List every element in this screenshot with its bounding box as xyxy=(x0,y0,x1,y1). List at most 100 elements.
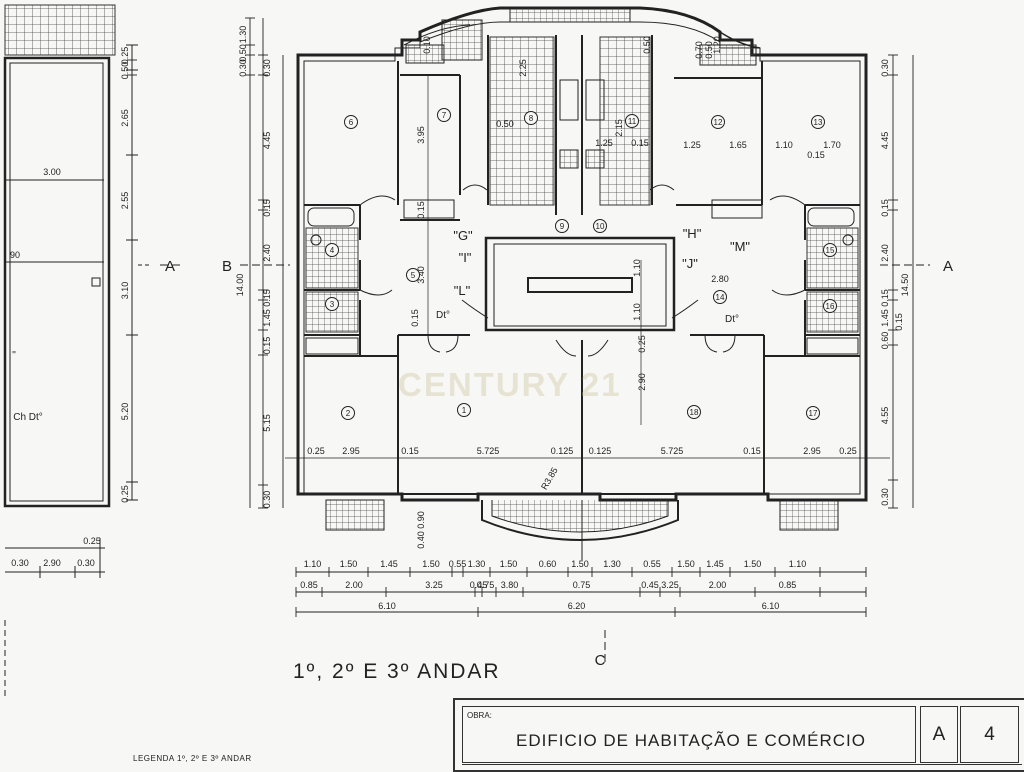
room-number-11: 11 xyxy=(628,117,637,126)
dimension-label: 0.30 xyxy=(238,59,248,77)
room-tag-circle xyxy=(341,406,355,420)
dimension-label: 0.55 xyxy=(449,559,467,569)
dimension-label: 1.45 xyxy=(262,309,272,327)
room-number-4: 4 xyxy=(330,246,335,255)
dimension-label: 1.50 xyxy=(422,559,440,569)
obra-label: OBRA: xyxy=(467,711,492,720)
room-number-2: 2 xyxy=(346,409,351,418)
dimension-label: 0.30 xyxy=(880,488,890,506)
dimension-label: 1.45 xyxy=(380,559,398,569)
obra-value: EDIFICIO DE HABITAÇÃO E COMÉRCIO xyxy=(516,731,866,750)
room-tag-circle xyxy=(344,115,358,129)
dimension-label: 1.10 xyxy=(632,259,642,277)
title-block-divider xyxy=(462,764,1022,769)
sheet-number: 4 xyxy=(960,706,1019,763)
dimension-label: 0.15 xyxy=(401,446,419,456)
dimension-label: 0.125 xyxy=(589,446,612,456)
dimension-label: 2.40 xyxy=(262,244,272,262)
dimension-label: 1.10 xyxy=(632,303,642,321)
apartment-label: '' xyxy=(12,350,16,361)
dimension-label: 0.25 xyxy=(120,47,130,65)
dimension-label: 6.20 xyxy=(568,601,586,611)
dimension-label: 0.90 xyxy=(416,511,426,529)
dimension-label: 0.15 xyxy=(410,309,420,327)
dimension-label: 2.55 xyxy=(120,192,130,210)
dimension-label: 2.65 xyxy=(120,109,130,127)
dimension-label: 0.25 xyxy=(637,335,647,353)
sheet-letter: A xyxy=(920,706,958,763)
dimension-label: 3.25 xyxy=(425,580,443,590)
doors xyxy=(359,184,806,357)
dimension-label: 1.50 xyxy=(677,559,695,569)
apartment-label: Dt° xyxy=(725,314,739,325)
dimension-label: 1.50 xyxy=(500,559,518,569)
dimension-label: 0.30 xyxy=(11,558,29,568)
tiled-areas xyxy=(305,36,859,333)
dimension-label: 4.45 xyxy=(880,132,890,150)
dimension-label: 2.00 xyxy=(709,580,727,590)
room-number-16: 16 xyxy=(826,302,835,311)
dimension-label: 0.15 xyxy=(880,199,890,217)
dimension-label: 1.10 xyxy=(304,559,322,569)
section-mark-b: B xyxy=(222,258,232,275)
dimension-lines xyxy=(249,18,914,613)
dimension-label: 0.15 xyxy=(880,289,890,307)
dimension-label: 2.80 xyxy=(711,274,729,284)
dimension-label: 90 xyxy=(10,250,20,260)
dimension-label: 14.00 xyxy=(235,274,245,297)
dimension-label: 0.30 xyxy=(77,558,95,568)
room-number-3: 3 xyxy=(330,300,335,309)
dimension-label: 0.50 xyxy=(238,44,248,62)
legend-label: LEGENDA 1º, 2º E 3º ANDAR xyxy=(133,754,252,763)
room-number-15: 15 xyxy=(826,246,835,255)
floor-title: 1º, 2º E 3º ANDAR xyxy=(293,660,501,683)
dimension-label: 2.95 xyxy=(342,446,360,456)
room-tag-circle xyxy=(593,219,607,233)
room-tag-circle xyxy=(524,111,538,125)
section-lines xyxy=(160,75,930,665)
dimension-label: 3.40 xyxy=(416,266,426,284)
dimension-label: 1.50 xyxy=(571,559,589,569)
room-number-10: 10 xyxy=(596,222,605,231)
dimension-label: 0.30 xyxy=(880,59,890,77)
room-tag-circle xyxy=(806,406,820,420)
bottom-balconies xyxy=(325,499,839,560)
watermark-text: CENTURY 21 xyxy=(398,366,622,403)
room-tag-circle xyxy=(325,297,339,311)
dimension-label: 0.55 xyxy=(643,559,661,569)
top-balcony xyxy=(403,7,761,66)
room-tag-circle xyxy=(823,299,837,313)
dimension-label: 4.45 xyxy=(262,132,272,150)
dimension-label: 1.30 xyxy=(238,26,248,44)
dimension-label: 0.15 xyxy=(262,337,272,355)
dimension-label: 0.25 xyxy=(839,446,857,456)
dimension-label: 0.60 xyxy=(880,332,890,350)
room-tag-circle xyxy=(823,243,837,257)
dimension-label: 0.45 xyxy=(470,580,488,590)
dimension-label: 2.25 xyxy=(518,59,528,77)
dimension-label: 3.10 xyxy=(120,282,130,300)
dimension-label: 4.55 xyxy=(880,407,890,425)
dimension-label: 2.15 xyxy=(614,119,624,137)
dimension-label: 0.85 xyxy=(300,580,318,590)
dimension-label: 1.45 xyxy=(880,309,890,327)
room-tag-circle xyxy=(811,115,825,129)
dimension-label: R3.85 xyxy=(539,466,560,492)
dimension-label: 0.70 xyxy=(694,41,704,59)
apartment-label: "H" xyxy=(683,226,702,241)
dimension-label: 1.25 xyxy=(595,138,613,148)
dimension-label: 3.00 xyxy=(43,167,61,177)
room-tag-circle xyxy=(711,115,725,129)
dimension-label: 1.70 xyxy=(823,140,841,150)
room-number-7: 7 xyxy=(442,111,447,120)
dimension-label: 0.10 xyxy=(422,36,432,54)
dimension-label: 1.10 xyxy=(789,559,807,569)
room-number-1: 1 xyxy=(462,406,467,415)
room-tag-circle xyxy=(437,108,451,122)
dimension-label: 1.25 xyxy=(683,140,701,150)
room-tag-circle xyxy=(406,268,420,282)
dimension-label: 0.15 xyxy=(743,446,761,456)
room-number-12: 12 xyxy=(714,118,723,127)
